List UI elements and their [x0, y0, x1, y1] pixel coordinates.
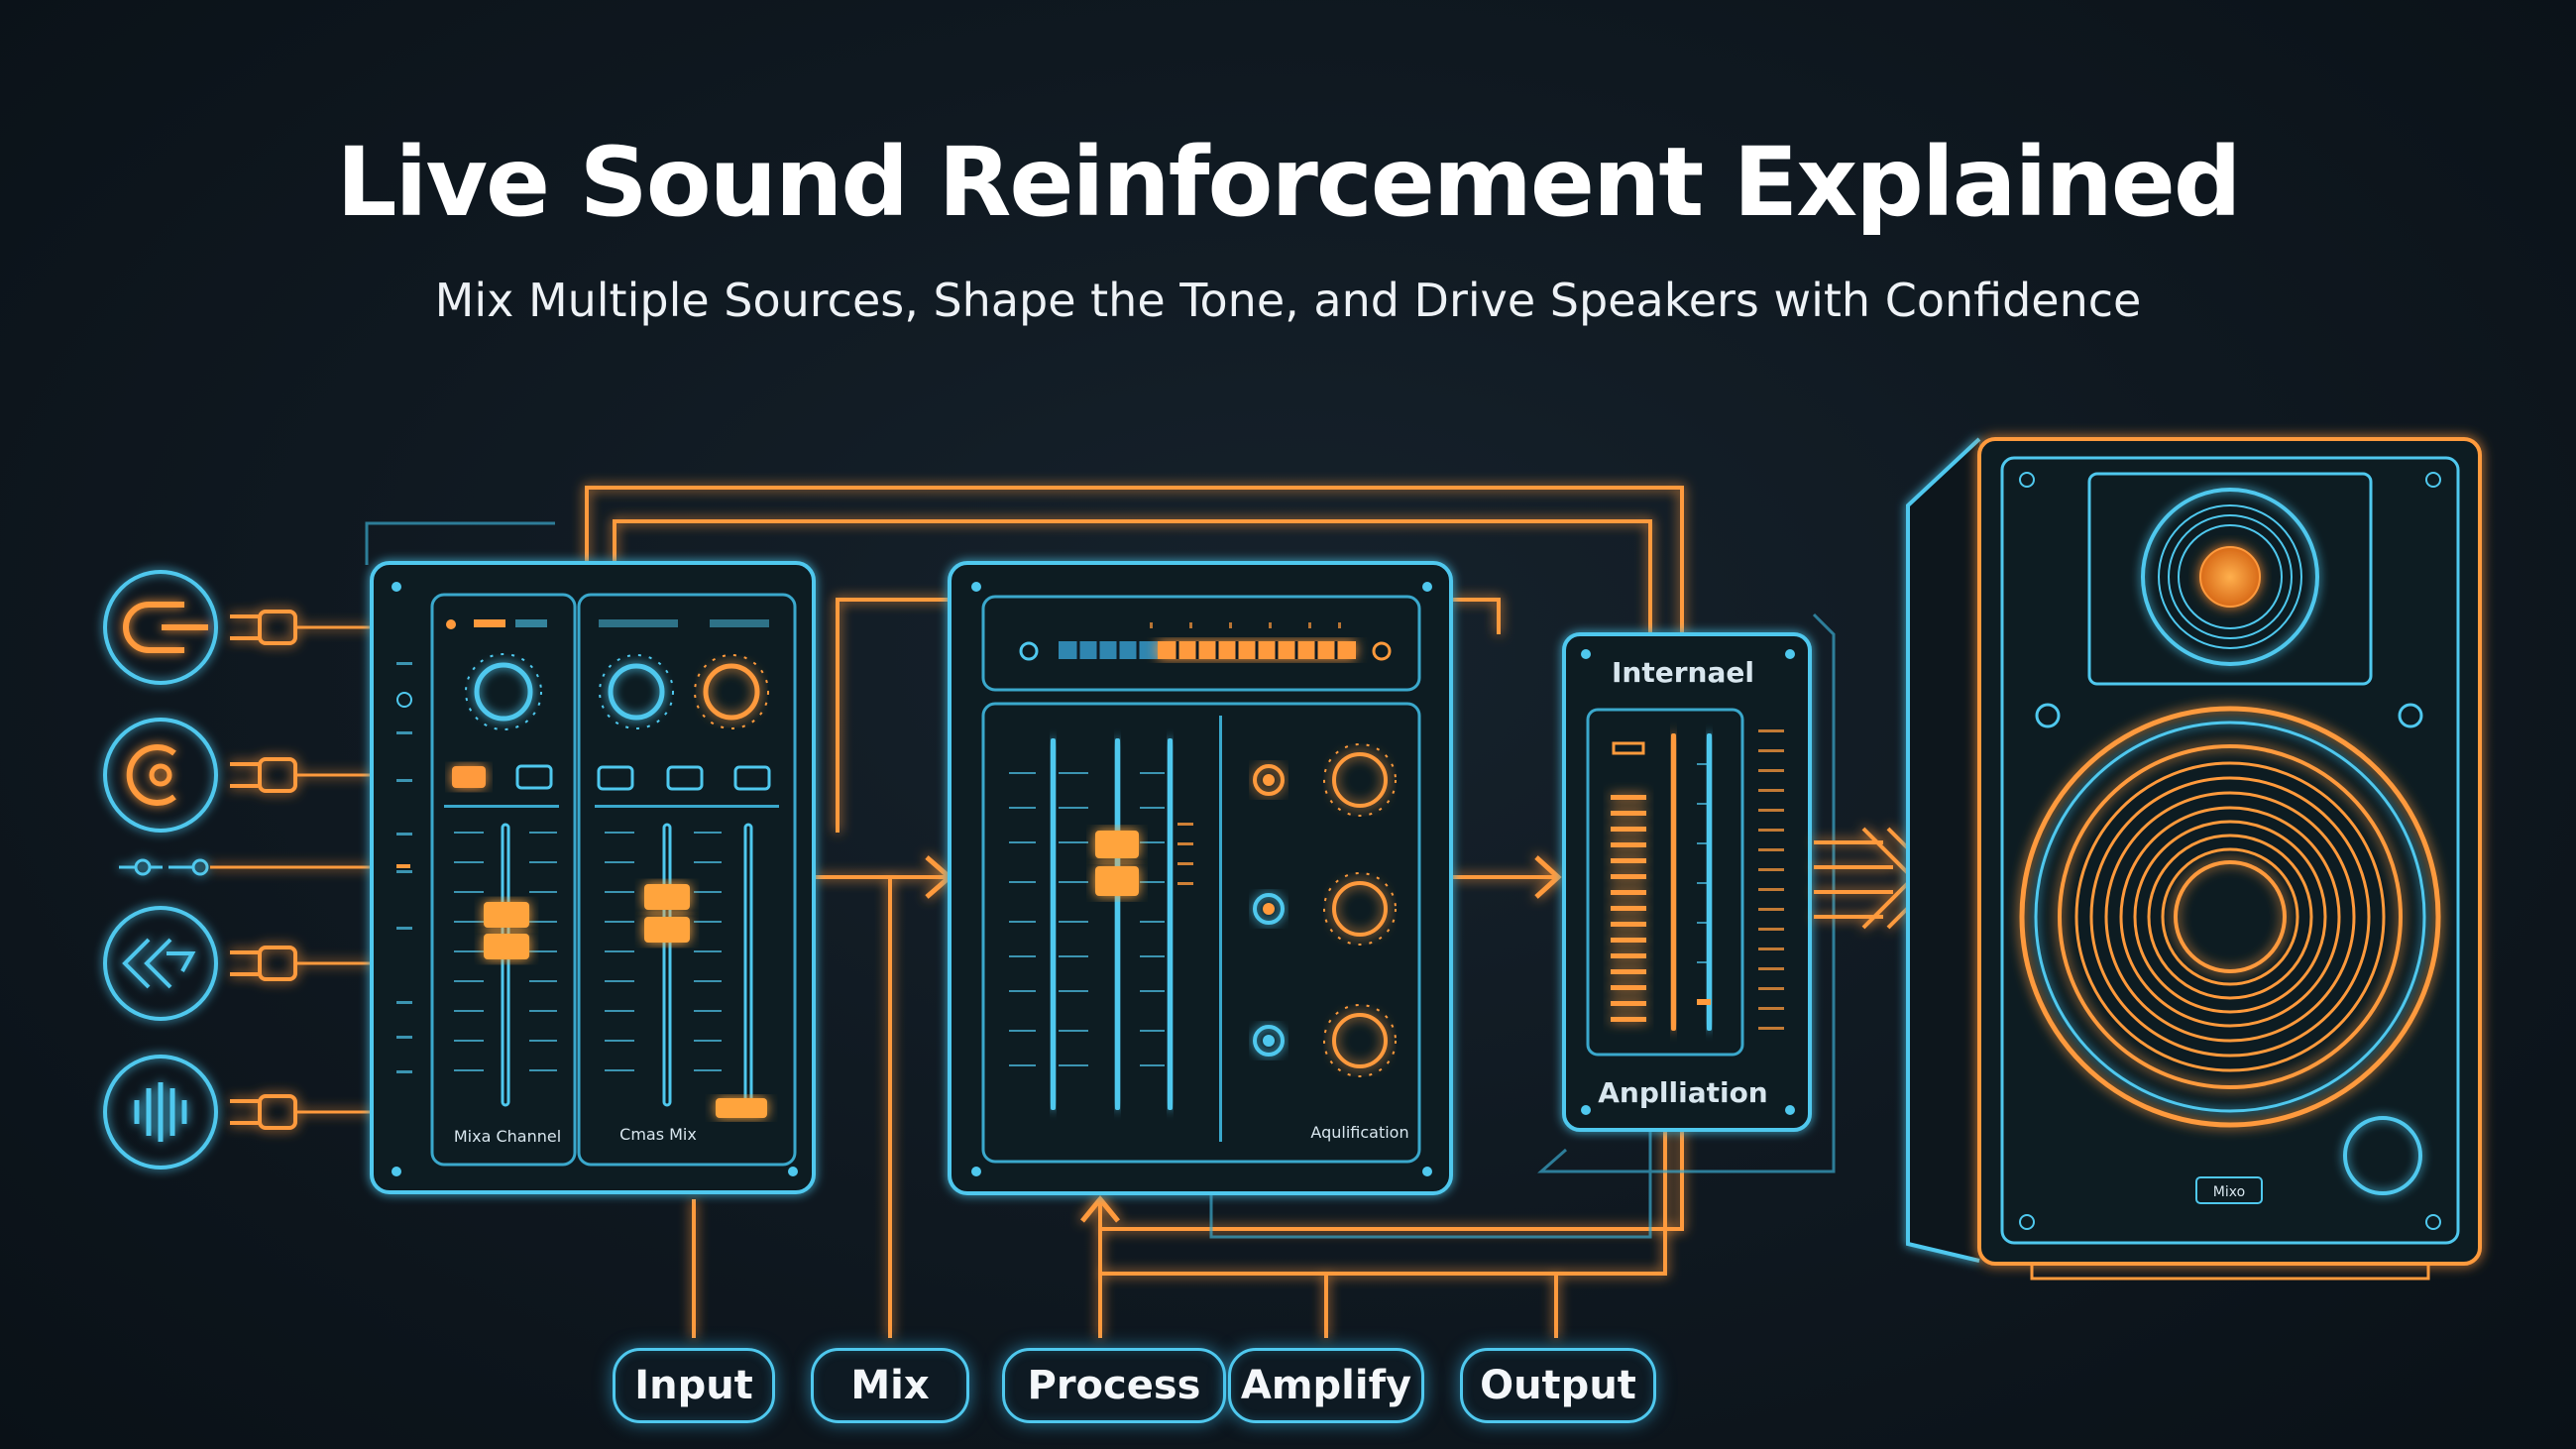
- woofer: [2019, 706, 2441, 1128]
- stage-mix: Mix: [811, 1348, 969, 1423]
- processor-panel: Aqulification: [948, 561, 1453, 1195]
- input-sources: [103, 570, 218, 1170]
- page-subtitle: Mix Multiple Sources, Shape the Tone, an…: [434, 274, 2142, 327]
- mixer-channel-label: Mixa Channel: [454, 1127, 561, 1146]
- source-microphone-icon: [103, 570, 218, 685]
- source-link-icon: [119, 858, 209, 876]
- mixer-panel: Mixa Channel Cmas Mix: [370, 561, 816, 1194]
- stage-output: Output: [1460, 1348, 1656, 1423]
- source-wave-icon: [103, 1055, 218, 1170]
- stage-amplify: Amplify: [1228, 1348, 1424, 1423]
- source-instrument-icon: [103, 718, 218, 833]
- page-title: Live Sound Reinforcement Explained: [336, 127, 2241, 238]
- speaker-badge-label: Mixo: [2213, 1184, 2245, 1200]
- processor-footer-label: Aqulification: [1310, 1123, 1408, 1142]
- stage-input: Input: [613, 1348, 775, 1423]
- mixer-channel2-label: Cmas Mix: [619, 1125, 697, 1144]
- amplifier-header-label: Internael: [1612, 656, 1754, 689]
- routing-lines: [585, 486, 1684, 1338]
- amplifier-panel: Internael: [1562, 632, 1812, 1132]
- source-keyboard-icon: [103, 906, 218, 1021]
- stage-process: Process: [1002, 1348, 1226, 1423]
- speaker-cabinet: Mixo: [1906, 437, 2482, 1281]
- tweeter: [2141, 488, 2319, 666]
- amplifier-footer-label: Anplliation: [1598, 1076, 1768, 1109]
